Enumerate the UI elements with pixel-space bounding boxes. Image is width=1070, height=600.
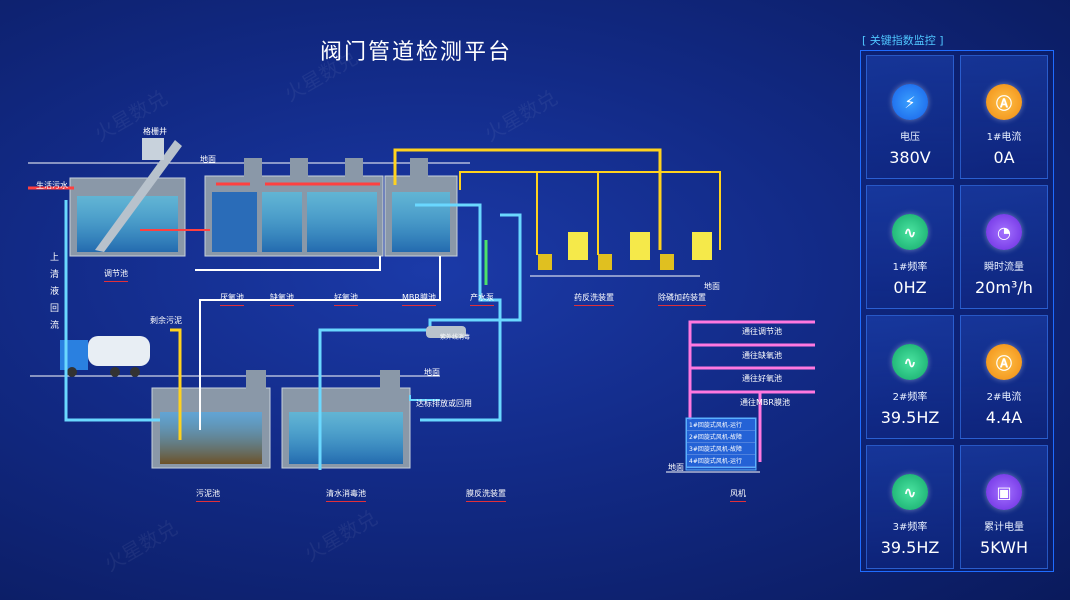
wave-icon: ∿ <box>892 214 928 250</box>
label-to-regulating: 通往调节池 <box>742 327 782 336</box>
label-ground: 地面 <box>424 368 440 377</box>
label-ground: 地面 <box>704 282 720 291</box>
grille-well-motor <box>142 138 164 160</box>
metric-value: 380V <box>889 148 931 167</box>
flow-icon: ◔ <box>986 214 1022 250</box>
fan-status-list: 1#回旋式风机-运行 2#回旋式风机-故障 3#回旋式风机-故障 4#回旋式风机… <box>686 418 756 468</box>
label-uv-disinfect: 紫外线消毒 <box>440 334 471 341</box>
dosing-pump <box>660 254 674 270</box>
label-clear-water-pool: 清水消毒池 <box>326 488 366 502</box>
metric-name: 电压 <box>900 132 920 143</box>
tank-chimney <box>244 158 262 178</box>
tank-chimney <box>410 158 428 178</box>
dosing-pump <box>538 254 552 270</box>
lightning-icon: ⚡ <box>892 84 928 120</box>
metric-name: 2#电流 <box>986 392 1022 403</box>
metric-value: 0HZ <box>893 278 927 297</box>
aerobic-water <box>307 192 377 252</box>
metric-name: 1#频率 <box>892 262 928 273</box>
metric-card-flow: ◔ 瞬时流量 20m³/h <box>960 185 1048 309</box>
page-title: 阀门管道检测平台 <box>320 40 513 65</box>
metric-card-energy: ▣ 累计电量 5KWH <box>960 445 1048 569</box>
uv-device <box>426 326 466 338</box>
wave-icon: ∿ <box>892 474 928 510</box>
label-to-mbr: 通往MBR膜池 <box>740 398 790 407</box>
metric-card-current-2: Ⓐ 2#电流 4.4A <box>960 315 1048 439</box>
label-membrane-backwash: 膜反洗装置 <box>466 488 506 502</box>
fan-status-item: 2#回旋式风机-故障 <box>687 431 755 443</box>
label-to-aerobic: 通往好氧池 <box>742 374 782 383</box>
clear-water-fill <box>289 412 403 464</box>
metric-name: 3#频率 <box>892 522 928 533</box>
metric-card-voltage: ⚡ 电压 380V <box>866 55 954 179</box>
dosing-tank <box>692 232 712 260</box>
dosing-tank <box>630 232 650 260</box>
fan-status-item: 1#回旋式风机-运行 <box>687 419 755 431</box>
label-excess-sludge: 剩余污泥 <box>150 316 182 325</box>
sludge-pool-fill <box>160 412 262 464</box>
metric-card-frequency-2: ∿ 2#频率 39.5HZ <box>866 315 954 439</box>
anoxic-water <box>262 192 302 252</box>
key-index-panel: ⚡ 电压 380V Ⓐ 1#电流 0A ∿ 1#频率 0HZ ◔ 瞬时流量 20… <box>860 50 1054 572</box>
label-phosphorus-device: 除磷加药装置 <box>658 292 706 306</box>
label-ground: 地面 <box>200 155 216 164</box>
metric-value: 4.4A <box>985 408 1023 427</box>
metric-value: 20m³/h <box>975 278 1033 297</box>
metric-card-frequency-3: ∿ 3#频率 39.5HZ <box>866 445 954 569</box>
metric-name: 2#频率 <box>892 392 928 403</box>
fan-status-item: 4#回旋式风机-运行 <box>687 455 755 467</box>
ampere-icon: Ⓐ <box>986 344 1022 380</box>
wave-icon: ∿ <box>892 344 928 380</box>
regulating-pool-water <box>77 196 178 252</box>
label-ground: 地面 <box>668 463 684 472</box>
truck-tank <box>88 336 150 366</box>
label-regulating-pool: 调节池 <box>104 268 128 282</box>
label-backwash-device: 药反洗装置 <box>574 292 614 306</box>
monitor-icon: ▣ <box>986 474 1022 510</box>
anaerobic-water <box>212 192 257 252</box>
tank-chimney <box>246 370 266 390</box>
label-discharge: 达标排放或回用 <box>416 399 472 408</box>
ampere-icon: Ⓐ <box>986 84 1022 120</box>
label-domestic-sewage: 生活污水 <box>36 181 68 190</box>
tank-chimney <box>290 158 308 178</box>
truck-cab <box>60 340 88 370</box>
metric-name: 1#电流 <box>986 132 1022 143</box>
label-reflux: 上清液回流 <box>50 253 60 331</box>
metric-name: 累计电量 <box>984 522 1024 533</box>
metric-value: 5KWH <box>980 538 1028 557</box>
label-to-anoxic: 通往缺氧池 <box>742 351 782 360</box>
mbr-water <box>392 192 450 252</box>
fan-status-item: 3#回旋式风机-故障 <box>687 443 755 455</box>
grille-conveyor <box>95 140 182 252</box>
metric-card-current-1: Ⓐ 1#电流 0A <box>960 55 1048 179</box>
label-sludge-pool: 污泥池 <box>196 488 220 502</box>
metric-value: 0A <box>993 148 1015 167</box>
panel-title: [ 关键指数监控 ] <box>862 34 944 47</box>
label-grille-well: 格栅井 <box>143 127 167 136</box>
label-fan: 风机 <box>730 488 746 502</box>
label-anaerobic: 厌氧池 <box>220 292 244 306</box>
label-aerobic: 好氧池 <box>334 292 358 306</box>
process-diagram <box>28 138 815 473</box>
label-anoxic: 缺氧池 <box>270 292 294 306</box>
metric-name: 瞬时流量 <box>984 262 1024 273</box>
label-mbr: MBR膜池 <box>402 292 436 306</box>
tank-chimney <box>345 158 363 178</box>
metric-card-frequency-1: ∿ 1#频率 0HZ <box>866 185 954 309</box>
dosing-tank <box>568 232 588 260</box>
tank-chimney <box>380 370 400 390</box>
label-product-pump: 产水泵 <box>470 292 494 306</box>
dosing-pump <box>598 254 612 270</box>
metric-value: 39.5HZ <box>880 408 940 427</box>
metric-value: 39.5HZ <box>880 538 940 557</box>
